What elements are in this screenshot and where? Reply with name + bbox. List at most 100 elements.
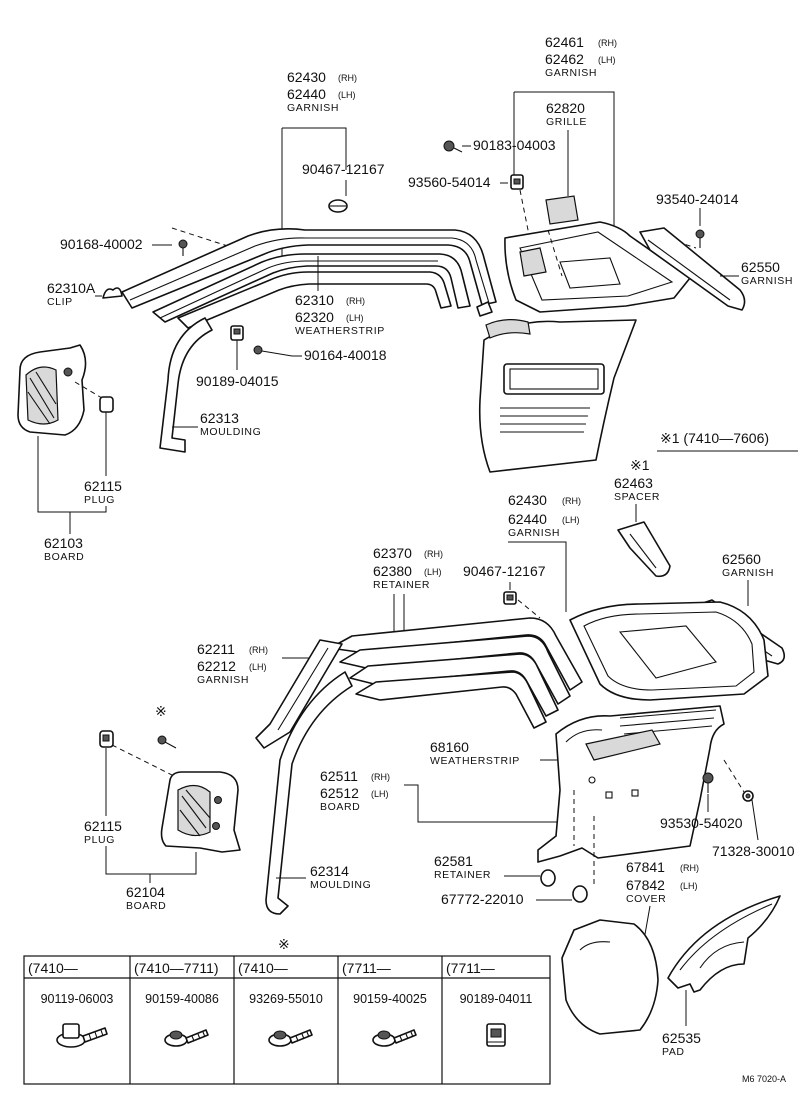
- svg-text:(RH): (RH): [598, 38, 617, 48]
- svg-text:62535: 62535: [662, 1030, 701, 1046]
- svg-text:BOARD: BOARD: [320, 801, 360, 813]
- svg-text:SPACER: SPACER: [614, 491, 660, 503]
- svg-text:62440: 62440: [287, 86, 326, 102]
- label-67772: 67772-22010: [441, 891, 524, 907]
- svg-text:PLUG: PLUG: [84, 494, 115, 506]
- label-62430-top: 62430 (RH) 62440 (LH) GARNISH: [287, 69, 357, 114]
- bolt-washer-icon: [56, 1023, 108, 1048]
- svg-text:MOULDING: MOULDING: [310, 879, 371, 891]
- svg-text:WEATHERSTRIP: WEATHERSTRIP: [295, 325, 385, 337]
- label-62461: 62461 (RH) 62462 (LH) GARNISH: [545, 34, 617, 79]
- label-62313: 62313 MOULDING: [200, 410, 261, 438]
- svg-text:(RH): (RH): [338, 73, 357, 83]
- spacer-62463-part: [617, 521, 671, 578]
- clip-nut-93560: [510, 174, 524, 190]
- table-part-3: 93269-55010: [249, 992, 323, 1006]
- label-62310: 62310 (RH) 62320 (LH) WEATHERSTRIP: [295, 292, 385, 337]
- label-62115-top: 62115 PLUG: [84, 478, 122, 506]
- svg-text:67842: 67842: [626, 877, 665, 893]
- svg-text:62313: 62313: [200, 410, 239, 426]
- clip-upper-board: [476, 301, 493, 317]
- svg-text:62463: 62463: [614, 475, 653, 491]
- screw-90164: [253, 345, 293, 357]
- svg-text:GARNISH: GARNISH: [741, 275, 793, 287]
- screw-90183: [443, 140, 463, 153]
- svg-text:(RH): (RH): [371, 772, 390, 782]
- label-90183: 90183-04003: [473, 137, 556, 153]
- label-62581: 62581 RETAINER: [434, 853, 491, 881]
- svg-text:62212: 62212: [197, 658, 236, 674]
- label-62535: 62535 PAD: [662, 1030, 701, 1058]
- svg-text:62461: 62461: [545, 34, 584, 50]
- svg-text:62430: 62430: [508, 492, 547, 508]
- svg-text:GARNISH: GARNISH: [545, 67, 597, 79]
- clip-71328: [742, 790, 754, 802]
- svg-text:RETAINER: RETAINER: [373, 579, 430, 591]
- board-62104-part: [160, 771, 241, 853]
- svg-text:(LH): (LH): [562, 515, 580, 525]
- svg-text:62314: 62314: [310, 863, 349, 879]
- grille-62820-part: [545, 195, 579, 225]
- svg-text:GARNISH: GARNISH: [508, 527, 560, 539]
- table-mark: ※: [278, 936, 290, 952]
- label-67841: 67841 (RH) 67842 (LH) COVER: [626, 859, 699, 905]
- svg-text:GARNISH: GARNISH: [197, 674, 249, 686]
- svg-text:62511: 62511: [320, 768, 358, 784]
- label-90467-top: 90467-12167: [302, 161, 385, 177]
- svg-text:62370: 62370: [373, 545, 412, 561]
- svg-text:62104: 62104: [126, 884, 165, 900]
- svg-text:※1: ※1: [630, 457, 650, 473]
- note1-header: ※1 (7410—7606): [660, 430, 769, 446]
- svg-text:(LH): (LH): [338, 90, 356, 100]
- trim-panel-62461-part: [504, 221, 691, 313]
- svg-text:62820: 62820: [546, 100, 585, 116]
- svg-text:62115: 62115: [84, 818, 122, 834]
- table-period-5: (7711—: [446, 960, 495, 976]
- svg-text:62310: 62310: [295, 292, 334, 308]
- clip-nut-90189-top: [230, 325, 244, 341]
- screw-washer-icon: [372, 1029, 417, 1047]
- svg-text:62581: 62581: [434, 853, 473, 869]
- svg-text:GRILLE: GRILLE: [546, 116, 587, 128]
- clip-nut-icon: [486, 1023, 506, 1047]
- svg-text:62462: 62462: [545, 51, 584, 67]
- label-90467-bot: 90467-12167: [463, 563, 546, 579]
- svg-text:(LH): (LH): [598, 55, 616, 65]
- garnish-62430-lower-part: [329, 617, 583, 729]
- label-62370: 62370 (RH) 62380 (LH) RETAINER: [373, 545, 443, 591]
- retainer-62581-part: [540, 869, 556, 887]
- grommet-67772-part: [572, 885, 588, 903]
- svg-text:PLUG: PLUG: [84, 834, 115, 846]
- label-68160: 68160 WEATHERSTRIP: [430, 739, 519, 767]
- svg-text:RETAINER: RETAINER: [434, 869, 491, 881]
- garnish-62550-part: [639, 227, 746, 311]
- svg-text:62211: 62211: [197, 641, 235, 657]
- label-93560: 93560-54014: [408, 174, 491, 190]
- label-62463: ※1 62463 SPACER: [614, 457, 660, 503]
- table-period-4: (7711—: [342, 960, 391, 976]
- label-62211: 62211 (RH) 62212 (LH) GARNISH: [197, 641, 268, 686]
- table-period-2: (7410—7711): [134, 960, 219, 976]
- table-part-5: 90189-04011: [460, 992, 533, 1006]
- svg-text:GARNISH: GARNISH: [287, 102, 339, 114]
- table-period-3: (7410—: [238, 960, 288, 976]
- label-62104: 62104 BOARD: [126, 884, 166, 912]
- label-62560: 62560 GARNISH: [722, 551, 773, 579]
- label-90168: 90168-40002: [60, 236, 143, 252]
- svg-text:(RH): (RH): [562, 496, 581, 506]
- screw-93530: [702, 772, 714, 793]
- cover-67841-part: [561, 919, 659, 1035]
- svg-text:62440: 62440: [508, 511, 547, 527]
- screw-small-lower: [157, 735, 177, 749]
- moulding-62313-part: [159, 317, 213, 453]
- svg-text:62550: 62550: [741, 259, 780, 275]
- table-period-1: (7410—: [28, 960, 78, 976]
- label-93530: 93530-54020: [660, 815, 743, 831]
- svg-text:62115: 62115: [84, 478, 122, 494]
- svg-text:(LH): (LH): [346, 313, 364, 323]
- svg-text:62103: 62103: [44, 535, 83, 551]
- quarter-trim-board-upper-part: [478, 319, 637, 473]
- screw-washer-icon: [164, 1029, 209, 1047]
- table-part-1: 90119-06003: [41, 992, 114, 1006]
